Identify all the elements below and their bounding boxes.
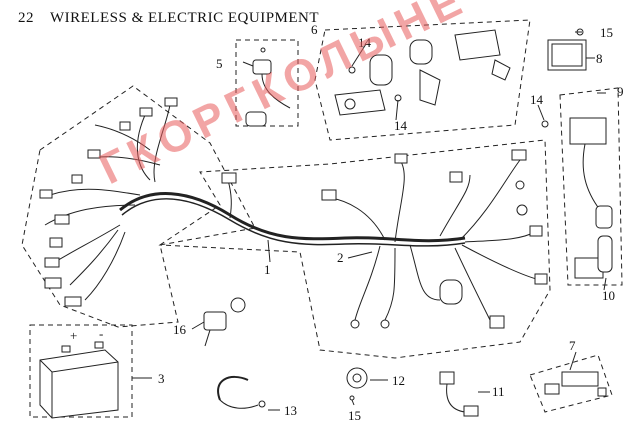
outline-part-7 bbox=[529, 354, 613, 413]
callout-7: 7 bbox=[569, 338, 576, 353]
callout-3: 3 bbox=[158, 371, 165, 386]
harness-connectors bbox=[39, 97, 548, 329]
callout-2: 2 bbox=[337, 250, 344, 265]
battery-positive-mark: + bbox=[70, 328, 77, 343]
outline-part-9 bbox=[559, 87, 623, 286]
part-6-ignition-switch bbox=[334, 29, 511, 116]
leader-lines bbox=[132, 31, 607, 411]
callout-14-a: 14 bbox=[358, 35, 372, 50]
group-outlines bbox=[21, 19, 623, 418]
part-9-ignition-coil bbox=[569, 117, 613, 279]
part-13-ground-wire bbox=[217, 375, 266, 409]
callout-12: 12 bbox=[392, 373, 405, 388]
page-title: WIRELESS & ELECTRIC EQUIPMENT bbox=[49, 10, 320, 26]
callout-5: 5 bbox=[216, 56, 223, 71]
battery-negative-mark: - bbox=[99, 326, 103, 341]
callout-6: 6 bbox=[311, 22, 318, 37]
outline-part-3 bbox=[29, 324, 133, 418]
outline-harness-left bbox=[21, 85, 256, 328]
part-16-flasher-relay bbox=[203, 297, 246, 347]
callout-11: 11 bbox=[492, 384, 505, 399]
callout-14-c: 14 bbox=[530, 92, 544, 107]
callout-10: 10 bbox=[602, 288, 615, 303]
callout-9: 9 bbox=[617, 84, 624, 99]
outline-part-6 bbox=[314, 19, 531, 141]
diagram-title: 22 WIRELESS & ELECTRIC EQUIPMENT bbox=[18, 10, 331, 27]
outline-part-5 bbox=[235, 39, 299, 127]
outline-harness-right bbox=[158, 139, 551, 359]
part-12-horn bbox=[346, 367, 368, 401]
part-5-relay bbox=[245, 47, 291, 127]
callout-1: 1 bbox=[264, 262, 271, 277]
part-8-regulator bbox=[541, 28, 587, 128]
main-harness bbox=[44, 104, 541, 321]
callout-8: 8 bbox=[596, 51, 603, 66]
callout-16: 16 bbox=[173, 322, 187, 337]
callout-14-b: 14 bbox=[394, 118, 408, 133]
part-3-battery bbox=[39, 341, 119, 419]
page-number: 22 bbox=[18, 10, 34, 26]
callout-labels: 5 6 14 14 14 15 8 9 10 1 2 3 16 13 12 15… bbox=[70, 22, 624, 423]
callout-13: 13 bbox=[284, 403, 297, 418]
part-11-switch bbox=[439, 371, 479, 417]
part-7-fuse-box bbox=[544, 371, 607, 397]
callout-15-b: 15 bbox=[348, 408, 361, 423]
callout-15-a: 15 bbox=[600, 25, 613, 40]
